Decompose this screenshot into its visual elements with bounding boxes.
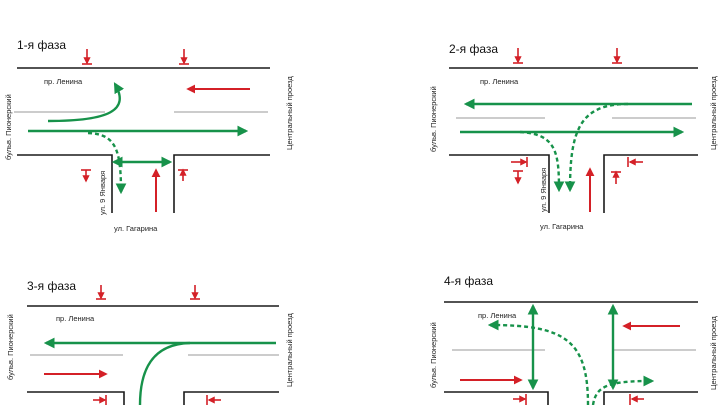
green-dashed-arrow-right-turn [519,130,565,193]
road-edge-southwest [17,154,113,213]
green-dashed-arrow-left-turn [564,102,629,193]
phase-4: 4-я фаза пр. Ленина бульв. Пионерский Це… [429,274,718,405]
red-stop-mark [178,168,188,181]
phase-2-bottom-street-label: ул. Гагарина [540,222,584,231]
road-edge-southwest [444,391,549,405]
phase-1-left-street-label: бульв. Пионерский [4,94,13,160]
phase-3-left-street-label: бульв. Пионерский [6,314,15,380]
phase-3-avenue-label: пр. Ленина [56,314,95,323]
phase-2-side-street-label: ул. 9 Января [539,168,548,212]
red-stop-mark [513,394,527,405]
red-stop-mark [206,395,221,405]
phase-1-avenue-label: пр. Ленина [44,77,83,86]
road-edge-southeast [603,154,698,213]
phase-2-left-street-label: бульв. Пионерский [429,86,438,152]
red-stop-mark [96,285,106,300]
phase-4-avenue-label: пр. Ленина [478,311,517,320]
phase-1-title: 1-я фаза [17,38,66,52]
green-dashed-arrow-right-turn [591,375,655,405]
green-arrow-u-turn [47,82,124,123]
phase-4-left-street-label: бульв. Пионерский [429,322,438,388]
phase-1: 1-я фаза пр. Ленина бульв. Пионерский Це… [4,38,294,233]
red-stop-mark [513,170,523,185]
red-stop-mark [511,157,528,167]
phase-2-avenue-label: пр. Ленина [480,77,519,86]
red-stop-mark [612,48,622,64]
phase-3-title: 3-я фаза [27,279,76,293]
green-arrow-left-turn [138,341,191,405]
red-stop-mark [513,48,523,64]
phase-3: 3-я фаза пр. Ленина бульв. Пионерский Це… [6,279,294,405]
road-edge-southeast [603,391,698,405]
phase-2: 2-я фаза пр. Ленина бульв. Пионерский Це… [429,42,718,231]
road-edge-southwest [27,391,125,405]
phase-1-right-street-label: Центральный проезд [285,76,294,150]
red-stop-mark [81,169,91,183]
red-stop-mark [179,49,189,65]
phase-2-title: 2-я фаза [449,42,498,56]
phase-1-bottom-street-label: ул. Гагарина [114,224,158,233]
red-stop-mark [190,285,200,300]
phase-3-right-street-label: Центральный проезд [285,313,294,387]
phase-4-title: 4-я фаза [444,274,493,288]
road-edge-southwest [449,154,550,213]
road-edge-southeast [183,391,279,405]
phase-1-side-street-label: ул. 9 Января [98,171,107,215]
road-edge-southeast [173,154,270,213]
green-dashed-arrow-right-turn [87,131,127,195]
phase-2-right-street-label: Центральный проезд [709,76,718,150]
green-dashed-arrow-left-turn [487,319,590,405]
phase-4-right-street-label: Центральный проезд [709,316,718,390]
red-stop-mark [611,170,621,184]
red-stop-mark [93,395,107,405]
red-stop-mark [82,49,92,65]
red-stop-mark [627,157,643,167]
red-stop-mark [629,394,644,405]
